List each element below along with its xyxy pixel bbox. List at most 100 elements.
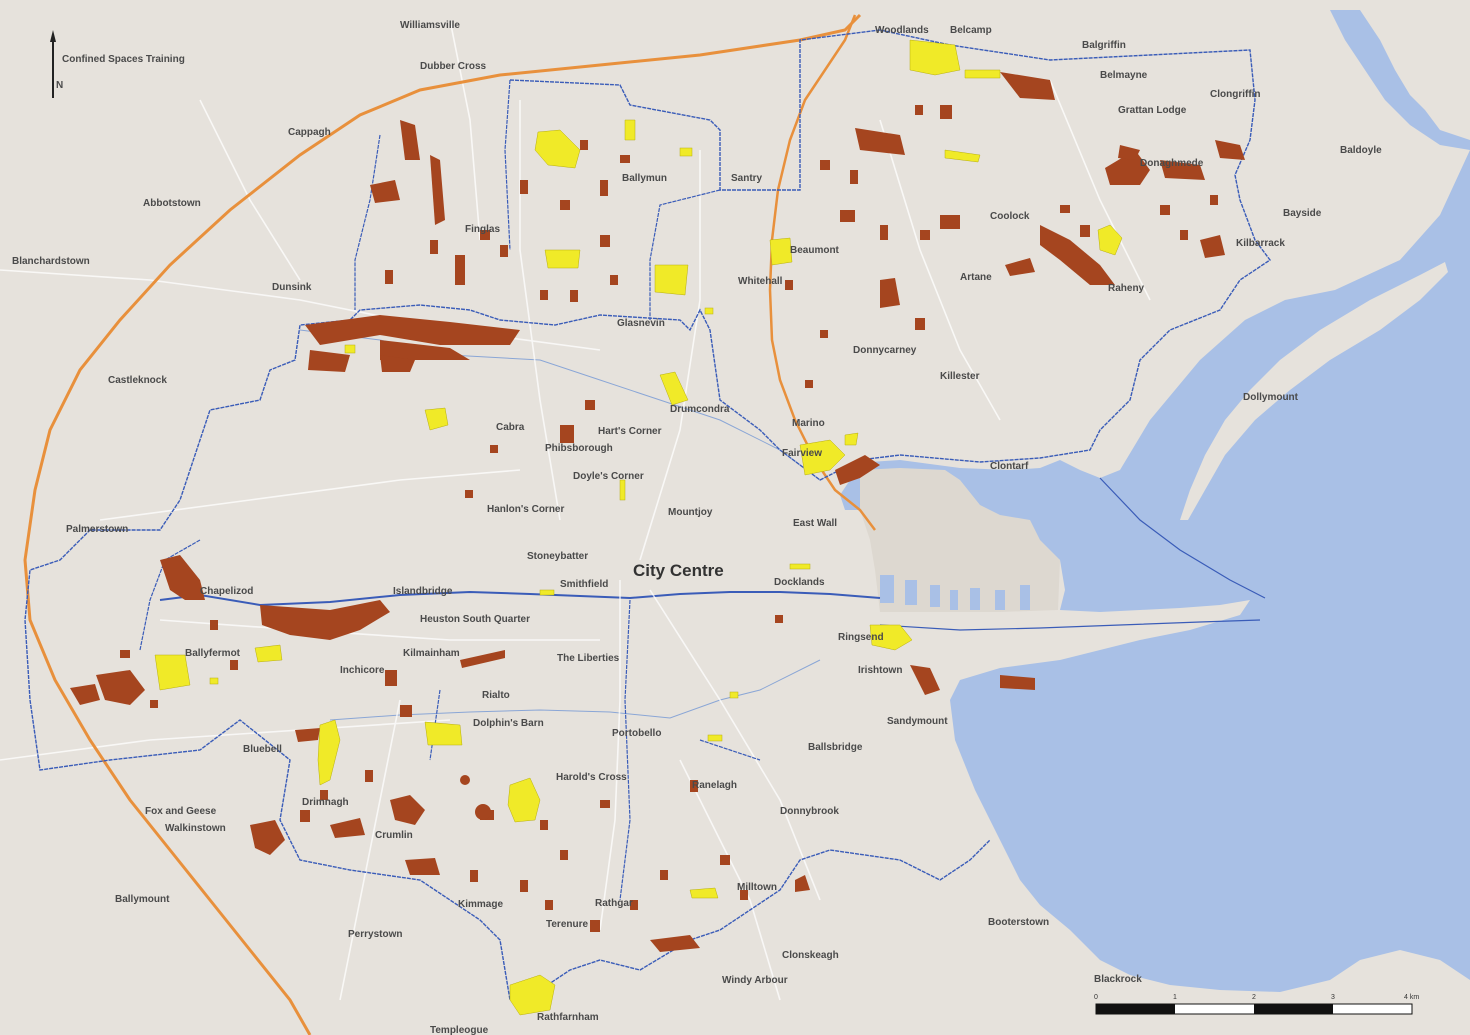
place-label: Stoneybatter [527, 551, 588, 562]
city-boundary [24, 29, 1272, 1001]
place-label: Marino [792, 418, 825, 429]
place-label: Ballsbridge [808, 742, 863, 753]
brown-sites [70, 72, 1245, 952]
place-label: Dubber Cross [420, 61, 487, 72]
place-label: Bluebell [243, 744, 282, 755]
place-label: Glasnevin [617, 318, 665, 329]
place-label: Chapelizod [200, 586, 253, 597]
m50-motorway [23, 13, 862, 1035]
place-label: Walkinstown [165, 823, 226, 834]
north-wall [1099, 477, 1266, 599]
north-label: N [56, 80, 63, 91]
place-label: Hart's Corner [598, 426, 662, 437]
place-label: Belmayne [1100, 70, 1148, 81]
m1-motorway [768, 14, 876, 531]
place-label: Drumcondra [670, 404, 730, 415]
place-label: Palmerstown [66, 524, 128, 535]
place-label: Rathgar [595, 898, 633, 909]
place-label: Clongriffin [1210, 89, 1261, 100]
place-label: Hanlon's Corner [487, 504, 564, 515]
place-label: Inchicore [340, 665, 385, 676]
place-label: Cappagh [288, 127, 331, 138]
place-label: Blackrock [1094, 974, 1142, 985]
dock-piers [880, 575, 1030, 610]
place-label: Dunsink [272, 282, 312, 293]
ward-boundary-south [139, 539, 761, 901]
river-liffey [159, 590, 881, 607]
place-label: Woodlands [875, 25, 929, 36]
place-labels: Williamsville Woodlands Belcamp Balgriff… [12, 20, 1382, 1035]
place-label: Clontarf [990, 461, 1029, 472]
place-label: Donaghmede [1140, 158, 1204, 169]
place-label: Crumlin [375, 830, 413, 841]
scale-tick-label: 1 [1173, 994, 1177, 1001]
place-label: Killester [940, 371, 980, 382]
place-label: Drimnagh [302, 797, 349, 808]
place-label: Templeogue [430, 1025, 489, 1035]
place-label: Mountjoy [668, 507, 713, 518]
place-label: Milltown [737, 882, 777, 893]
port-area [860, 468, 1060, 612]
place-label: Belcamp [950, 25, 992, 36]
place-label: Windy Arbour [722, 975, 788, 986]
place-label: Kimmage [458, 899, 503, 910]
place-label: Fox and Geese [145, 806, 217, 817]
place-label: Perrystown [348, 929, 402, 940]
place-label: Bayside [1283, 208, 1322, 219]
training-label: Confined Spaces Training [62, 54, 185, 65]
place-label: Kilbarrack [1236, 238, 1285, 249]
place-label: Booterstown [988, 917, 1049, 928]
place-label: Donnycarney [853, 345, 917, 356]
place-label: East Wall [793, 518, 837, 529]
place-label: Ballymun [622, 173, 667, 184]
place-label: Kilmainham [403, 648, 460, 659]
place-label: Dollymount [1243, 392, 1299, 403]
place-label: Abbotstown [143, 198, 201, 209]
scale-tick-label: 3 [1331, 994, 1335, 1001]
place-label: Santry [731, 173, 763, 184]
grand-canal [329, 659, 821, 721]
bull-island [1180, 262, 1448, 520]
place-label: Ballyfermot [185, 648, 241, 659]
place-label: Balgriffin [1082, 40, 1126, 51]
place-label: Rathfarnham [537, 1012, 599, 1023]
yellow-sites [154, 39, 1123, 1016]
place-label: Finglas [465, 224, 500, 235]
place-label: Coolock [990, 211, 1030, 222]
city-centre-label: City Centre [633, 561, 724, 580]
place-label: Harold's Cross [556, 772, 627, 783]
place-label: Rialto [482, 690, 510, 701]
place-label: The Liberties [557, 653, 620, 664]
place-label: Fairview [782, 448, 822, 459]
place-label: Baldoyle [1340, 145, 1382, 156]
place-label: Doyle's Corner [573, 471, 644, 482]
scale-bar: 0 1 2 3 4 km [1094, 994, 1419, 1015]
place-label: Phibsborough [545, 443, 613, 454]
place-label: Williamsville [400, 20, 460, 31]
place-label: Grattan Lodge [1118, 105, 1187, 116]
place-label: Castleknock [108, 375, 167, 386]
place-label: Ringsend [838, 632, 884, 643]
place-label: Donnybrook [780, 806, 839, 817]
place-label: Docklands [774, 577, 825, 588]
place-label: Blanchardstown [12, 256, 90, 267]
baldoyle-estuary [1330, 10, 1470, 150]
scale-tick-label: 4 km [1404, 994, 1419, 1001]
place-label: Ranelagh [692, 780, 737, 791]
place-label: Ballymount [115, 894, 170, 905]
place-label: Smithfield [560, 579, 608, 590]
place-label: Sandymount [887, 716, 948, 727]
place-label: Raheny [1108, 283, 1145, 294]
ward-boundary-north [354, 79, 721, 320]
place-label: Artane [960, 272, 992, 283]
scale-tick-label: 0 [1094, 994, 1098, 1001]
place-label: Irishtown [858, 665, 902, 676]
place-label: Cabra [496, 422, 525, 433]
place-label: Beaumont [790, 245, 840, 256]
place-label: Clonskeagh [782, 950, 839, 961]
north-arrow: N [50, 30, 63, 98]
south-wall [879, 619, 1261, 631]
place-label: Portobello [612, 728, 661, 739]
place-label: Terenure [546, 919, 588, 930]
